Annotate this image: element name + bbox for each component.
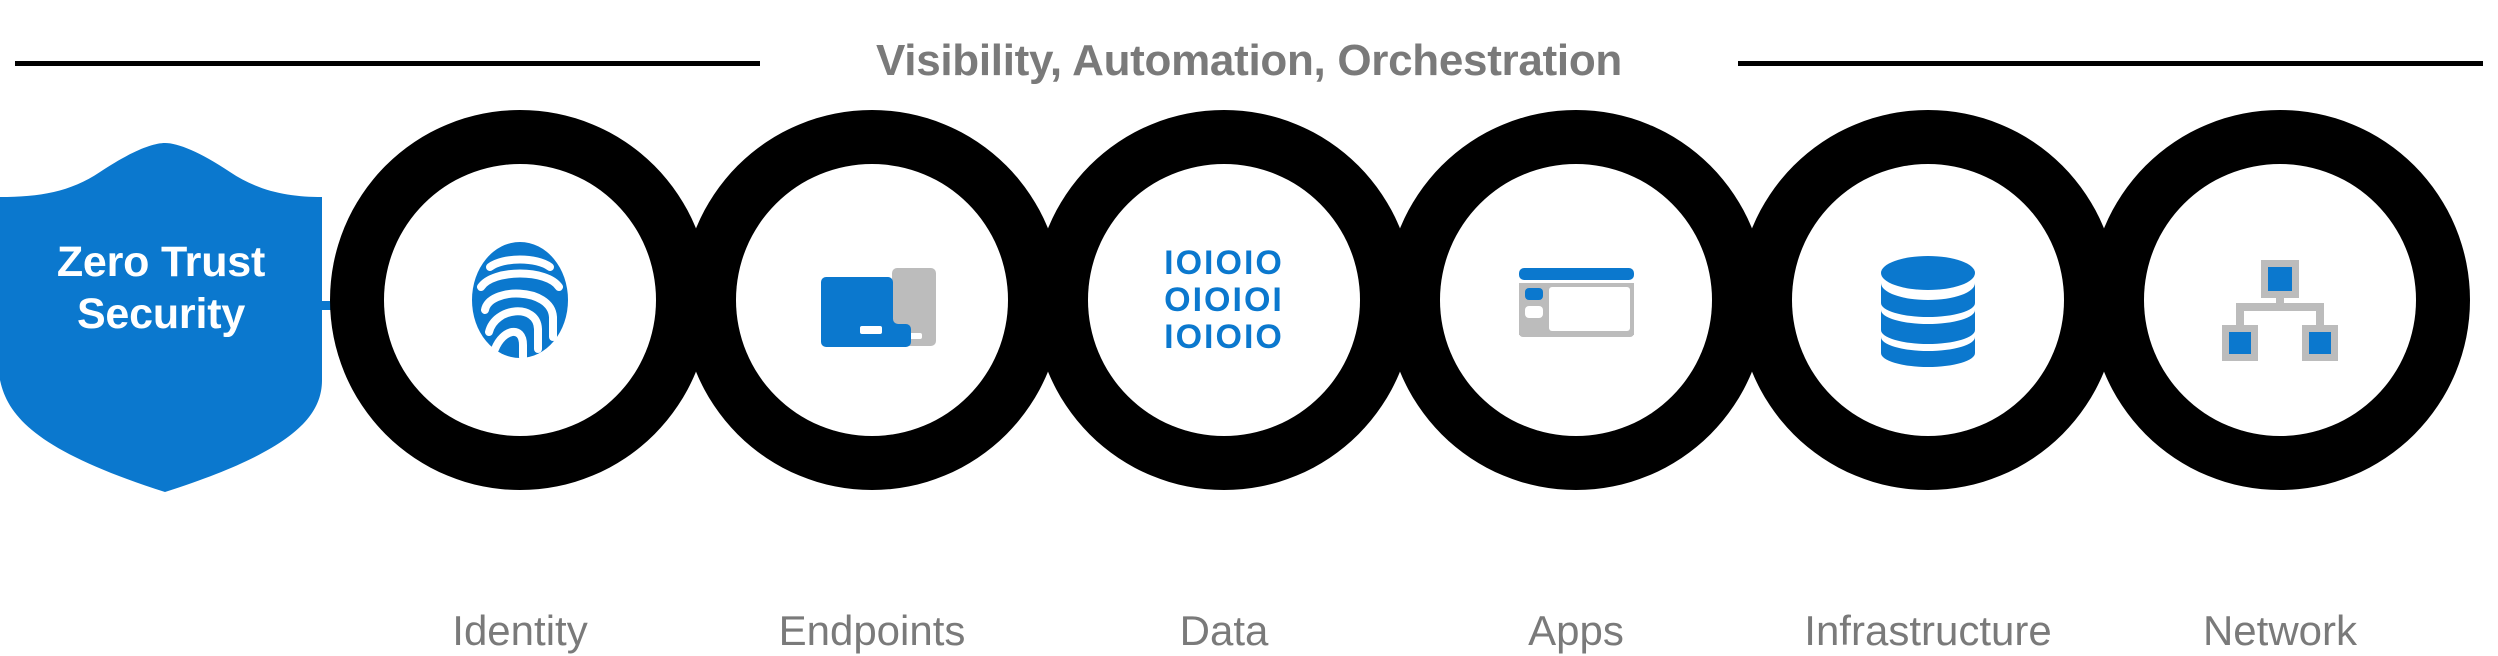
pillar-data[interactable]: IOIOIO OIOIOI IOIOIO Data [1034, 110, 1414, 654]
pillar-inner-disc [2144, 164, 2416, 436]
pillar-apps[interactable]: Apps [1386, 110, 1766, 654]
zero-trust-shield: Zero Trust Security [0, 140, 330, 500]
pillar-chain: Identity Endpoints IOIOIO OIOIOI IOIOIO [330, 110, 2470, 654]
binary-row-1: IOIOIO [1164, 243, 1284, 282]
pillar-inner-disc [1792, 164, 2064, 436]
shield-label-line1: Zero Trust [56, 238, 266, 286]
binary-row-2: OIOIOI [1164, 280, 1284, 319]
pillar-inner-disc [1440, 164, 1712, 436]
shield-label-line2: Security [76, 290, 246, 338]
shield-shape-icon [0, 143, 322, 492]
shield-label: Zero Trust Security [0, 236, 322, 340]
pillar-identity[interactable]: Identity [330, 110, 710, 654]
binary-row-3: IOIOIO [1164, 317, 1284, 356]
pillar-label: Endpoints [778, 607, 966, 654]
banner-rule-right [1738, 61, 2483, 66]
fingerprint-icon [445, 225, 595, 375]
binary-data-icon: IOIOIO OIOIOI IOIOIO [1149, 225, 1299, 375]
pillar-network[interactable]: Network [2090, 110, 2470, 654]
pillar-label: Apps [1528, 607, 1624, 654]
pillar-label: Infrastructure [1804, 607, 2052, 654]
app-window-icon [1501, 225, 1651, 375]
banner-title: Visibility, Automation, Orchestration [876, 36, 1622, 85]
pillar-endpoints[interactable]: Endpoints [682, 110, 1062, 654]
pillar-label: Identity [452, 607, 588, 654]
banner-rule-left [15, 61, 760, 66]
pillar-label: Network [2202, 607, 2358, 654]
banner: Visibility, Automation, Orchestration [0, 0, 2498, 100]
network-hierarchy-icon [2205, 225, 2355, 375]
pillar-infrastructure[interactable]: Infrastructure [1738, 110, 2118, 654]
devices-icon [797, 225, 947, 375]
pillar-inner-disc [384, 164, 656, 436]
pillar-label: Data [1179, 607, 1269, 654]
pillar-inner-disc: IOIOIO OIOIOI IOIOIO [1088, 164, 1360, 436]
database-icon [1853, 225, 2003, 375]
pillar-inner-disc [736, 164, 1008, 436]
